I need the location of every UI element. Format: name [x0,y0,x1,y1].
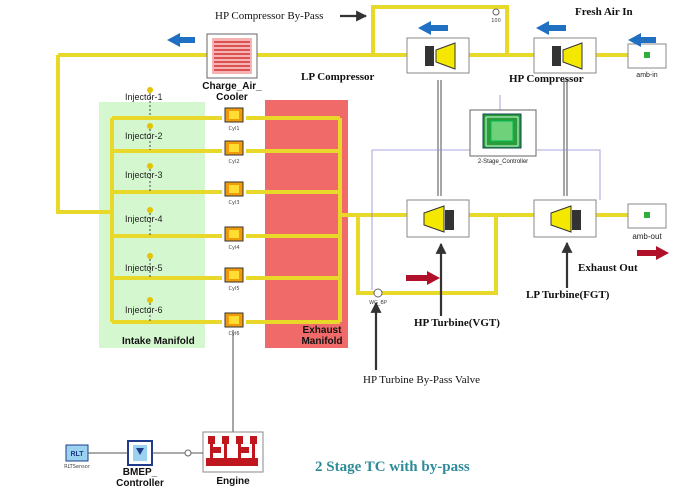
injector-2-label: Injector-2 [125,131,163,141]
blue-arrow-icon [628,33,656,47]
pipe-network [56,5,628,324]
rlt-sensor-label: RLTSensor [64,464,91,470]
injector-2[interactable]: Injector-2 [125,123,163,150]
cylinder-6[interactable]: Cyl6 [224,312,244,337]
cylinder-2-label: Cyl2 [228,159,239,165]
cylinder-5-label: Cyl5 [228,286,239,292]
cylinder-4-label: Cyl4 [228,245,239,251]
exhaust-manifold-zone [265,100,348,348]
engine-block[interactable]: Engine [202,431,264,487]
wg-bp-label: WG_BP [369,300,387,306]
cylinder-6-label: Cyl6 [228,331,239,337]
charge-air-cooler-label: Charge_Air_Cooler [202,81,262,103]
injector-3-label: Injector-3 [125,170,163,180]
two-stage-controller-label: 2-Stage_Controller [478,159,528,165]
amb-out-block[interactable]: amb-out [627,203,667,241]
hp-compressor-bypass-label: HP Compressor By-Pass [215,10,323,22]
hp-turbine-label: HP Turbine(VGT) [414,317,500,329]
diagram-title: 2 Stage TC with by-pass [315,459,470,475]
shafts [232,80,568,432]
exhaust-flow-arrows [406,246,669,285]
red-arrow-icon [406,271,440,285]
callout-arrows [340,10,573,370]
rlt-sensor[interactable]: RLT RLTSensor [64,444,128,470]
hp-turbine-bypass-valve-label: HP Turbine By-Pass Valve [363,374,480,386]
intake-manifold-zone [99,102,205,348]
hp-compressor-bypass-valve[interactable]: 100 [491,8,501,24]
amb-out-label: amb-out [632,232,662,241]
injector-5-label: Injector-5 [125,263,163,273]
injector-6-label: Injector-6 [125,305,163,315]
fresh-air-in-label: Fresh Air In [575,6,633,18]
injector-4[interactable]: Injector-4 [125,207,163,235]
bmep-controller-label: BMEP_Controller [116,467,164,489]
injector-4-label: Injector-4 [125,214,163,224]
injector-1-label: Injector-1 [125,92,163,102]
injector-6[interactable]: Injector-6 [125,297,163,321]
cylinder-4[interactable]: Cyl4 [224,226,244,251]
hp-compressor-label: HP Compressor [509,73,584,85]
blue-arrow-icon [418,21,448,35]
lp-compressor[interactable] [406,37,470,74]
injector-1[interactable]: Injector-1 [125,87,163,117]
lp-turbine-label: LP Turbine(FGT) [526,289,610,301]
lp-turbine[interactable] [533,199,597,238]
exhaust-out-label: Exhaust Out [578,262,638,274]
cylinder-5[interactable]: Cyl5 [224,267,244,292]
rlt-block-text: RLT [70,451,84,458]
cylinder-3[interactable]: Cyl3 [224,181,244,206]
cylinder-3-label: Cyl3 [228,200,239,206]
amb-in-block[interactable]: amb-in [627,43,667,79]
intake-flow-arrows [167,21,656,47]
lp-compressor-label: LP Compressor [301,71,375,83]
blue-arrow-icon [536,21,566,35]
amb-in-label: amb-in [636,72,658,79]
injector-5[interactable]: Injector-5 [125,253,163,277]
signal-lines [371,95,601,290]
two-stage-controller[interactable]: 2-Stage_Controller [469,109,537,165]
intake-manifold-label: Intake Manifold [122,336,195,347]
bmep-controller[interactable]: BMEP_Controller [116,440,203,489]
cylinder-1-label: Cyl1 [228,126,239,132]
cylinder-1[interactable]: Cyl1 [224,107,244,132]
cylinder-2[interactable]: Cyl2 [224,140,244,165]
hp-turbine[interactable] [406,199,470,238]
red-arrow-icon [637,246,669,260]
bypass-valve-id: 100 [491,18,501,24]
injector-3[interactable]: Injector-3 [125,163,163,191]
blue-arrow-icon [167,33,195,47]
engine-label: Engine [216,476,250,487]
charge-air-cooler[interactable]: Charge_Air_Cooler [202,33,262,103]
hp-compressor[interactable] [533,37,597,74]
